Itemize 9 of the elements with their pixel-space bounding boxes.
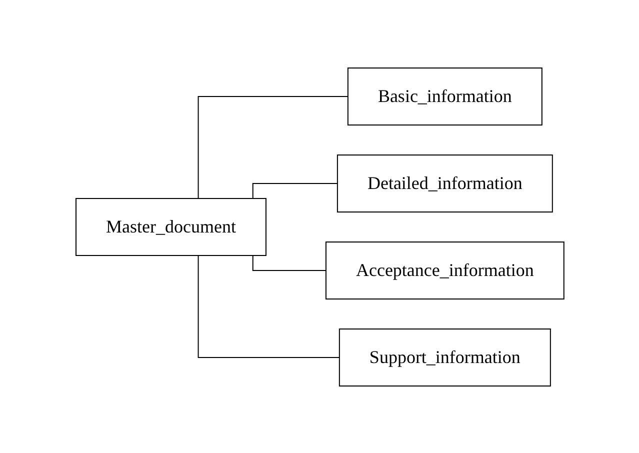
- node-box: Support_information: [338, 328, 550, 386]
- connector: [197, 96, 348, 198]
- node-box: Master_document: [75, 198, 266, 256]
- connector: [252, 182, 338, 198]
- node-box: Basic_information: [346, 67, 542, 125]
- connector: [252, 254, 326, 270]
- node-box: Acceptance_information: [325, 241, 564, 299]
- node-box: Detailed_information: [336, 154, 552, 212]
- connector: [197, 254, 340, 358]
